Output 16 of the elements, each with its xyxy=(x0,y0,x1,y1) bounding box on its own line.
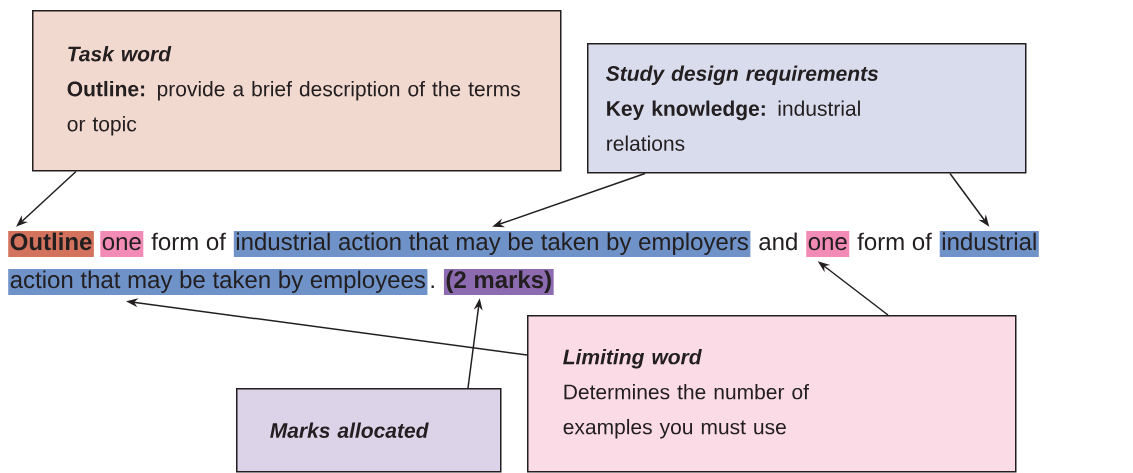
highlighted-word: industrial xyxy=(939,231,1039,257)
highlighted-word: one xyxy=(806,231,850,257)
callout-box: Study design requirements Key knowledge: industrial relations xyxy=(587,43,1027,174)
highlighted-word: one xyxy=(100,231,144,257)
highlighted-phrase: (2 marks) xyxy=(443,269,554,295)
callout-box: Limiting word Determines the number of examples you must use xyxy=(527,315,1017,473)
sentence-text: form of xyxy=(857,232,932,251)
sentence-text: . xyxy=(431,285,434,288)
callout-box: Task word Outline: provide a brief description of the terms or topic xyxy=(32,10,562,172)
arrow xyxy=(16,170,77,227)
highlighted-word: Outline xyxy=(8,231,94,257)
highlighted-phrase: industrial action that may be taken by employers xyxy=(233,231,751,257)
highlighted-phrase: action that may be taken by employees xyxy=(8,269,428,295)
sentence-text: form of xyxy=(151,232,226,251)
callout-box: Marks allocated xyxy=(236,388,502,473)
sentence-text: and xyxy=(759,232,797,251)
